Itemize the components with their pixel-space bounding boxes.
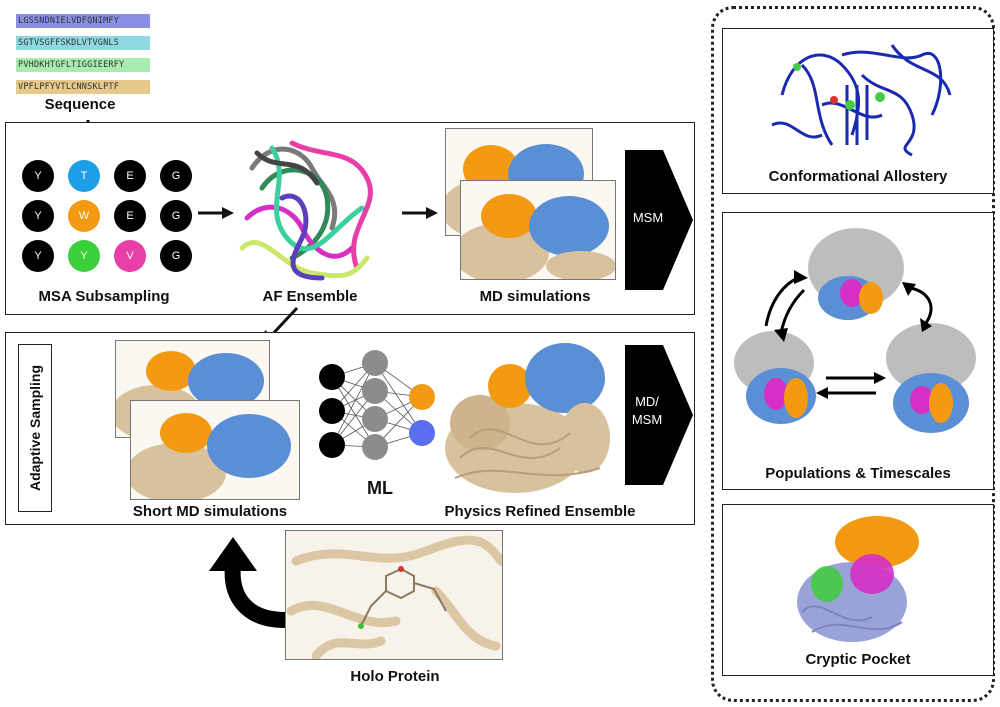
cryptic-pocket-structure [797,516,919,642]
holo-protein-image [285,530,503,660]
populations-timescales-label: Populations & Timescales [765,465,951,482]
cryptic-pocket-label: Cryptic Pocket [805,651,911,668]
msa-cell-r2c4: G [160,200,192,232]
sequence-label: Sequence [44,96,116,113]
msa-cell-r1c4: G [160,160,192,192]
allostery-structure [771,44,952,157]
msa-subsampling-label: MSA Subsampling [38,288,170,305]
af-ensemble-label: AF Ensemble [262,288,358,305]
msa-grid: Y T E G Y W E G Y Y V G [20,160,192,285]
msa-cell-r2c1: Y [22,200,54,232]
conformational-allostery-label: Conformational Allostery [768,168,948,185]
msm-arrow [625,150,693,290]
ml-network [319,350,435,460]
msa-cell-r1c3: E [114,160,146,192]
msa-cell-r2c3: E [114,200,146,232]
msa-cell-r1c2: T [68,160,100,192]
af-ensemble-structure [239,140,373,281]
md-simulations-label: MD simulations [479,288,591,305]
sequence-line-2: SGTVSGFFSKDLVTVGNLS [16,36,150,50]
msa-cell-r3c1: Y [22,240,54,272]
holo-protein-label: Holo Protein [350,668,440,685]
msa-cell-r1c1: Y [22,160,54,192]
sequence-line-3: PVHDKHTGFLTIGGIEERFY [16,58,150,72]
short-md-label: Short MD simulations [132,503,288,520]
msa-cell-r3c2: Y [68,240,100,272]
holo-return-arrow [209,537,286,628]
af-to-md-arrow [402,207,438,219]
ml-label: ML [367,478,393,498]
physics-refined-structure [445,343,610,493]
md-msm-arrow [625,345,693,485]
msa-cell-r2c2: W [68,200,100,232]
adaptive-sampling-label: Adaptive Sampling [27,364,43,492]
populations-network [734,228,976,433]
md-msm-label: MD/ MSM [631,394,663,427]
physics-refined-label: Physics Refined Ensemble [444,503,636,520]
sequence-line-4: VPFLPFYVTLCNNSKLPTF [16,80,150,94]
adaptive-sampling-tag [18,344,52,512]
sequence-line-1: LGSSNDNIELVDFQNIMFY [16,14,150,28]
msa-cell-r3c4: G [160,240,192,272]
short-md-frame-front [130,400,300,500]
msa-cell-r3c3: V [114,240,146,272]
msm-label: MSM [632,210,664,225]
msa-to-af-arrow [198,207,234,219]
md-simulation-frame-front [460,180,616,280]
